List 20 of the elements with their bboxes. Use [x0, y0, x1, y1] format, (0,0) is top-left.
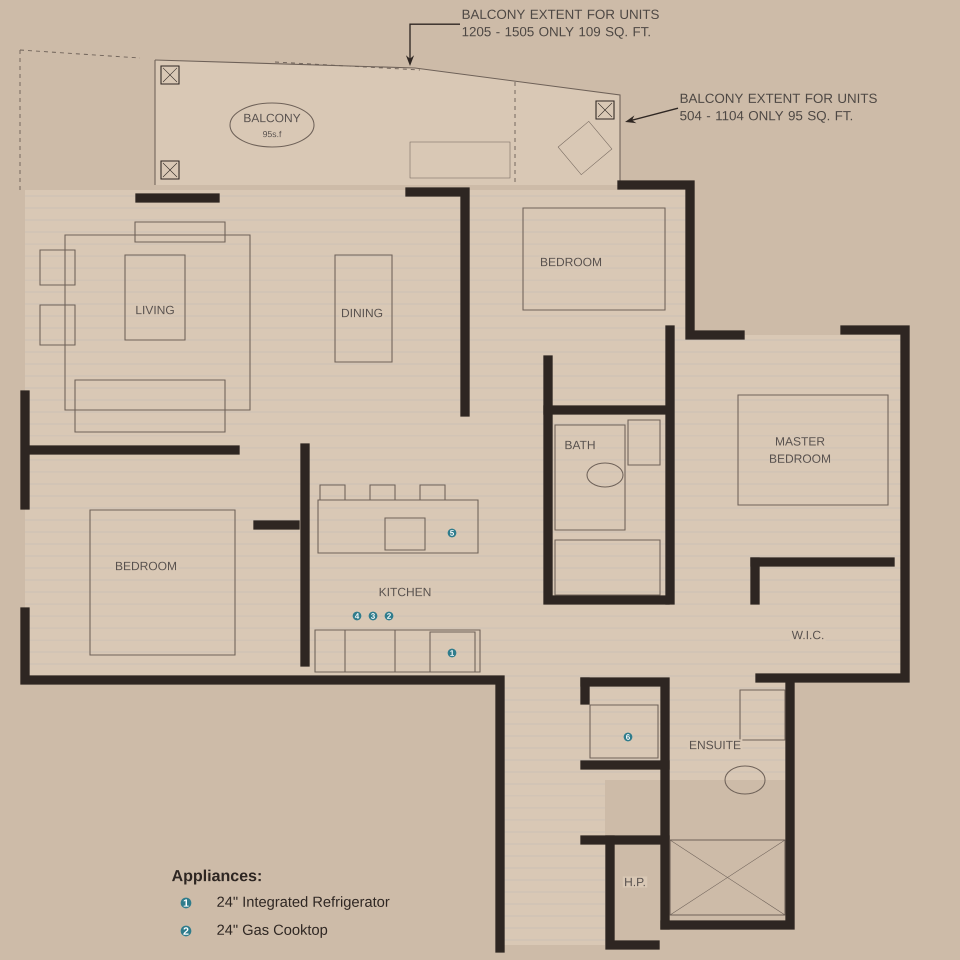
appliance-number: 4 — [352, 612, 362, 620]
appliance-number: 5 — [448, 528, 456, 538]
appliance-number: 1 — [448, 648, 456, 658]
room-label: DINING — [340, 307, 384, 319]
room-label: MASTER BEDROOM — [770, 437, 830, 463]
appliance-number: 2 — [180, 926, 192, 936]
appliance-number: 2 — [384, 612, 394, 620]
appliance-name: 24" Gas Cooktop — [217, 924, 328, 938]
room-label: BATH — [563, 440, 597, 450]
room-label: ENSUITE — [688, 739, 742, 751]
callout-text: BALCONY EXTENT FOR UNITS 1205 - 1505 ONLY 109 SQ. FT. — [462, 10, 659, 39]
appliance-number: 3 — [368, 612, 378, 620]
appliance-number: 6 — [624, 732, 632, 742]
room-label: BEDROOM — [538, 256, 604, 268]
appliance-number: 1 — [180, 898, 192, 908]
room-label: BEDROOM — [114, 560, 178, 572]
appliance-name: 24" Integrated Refrigerator — [217, 896, 390, 910]
list-heading: Appliances: — [172, 870, 261, 884]
callout-text: BALCONY EXTENT FOR UNITS 504 - 1104 ONLY 95 SQ. FT. — [680, 94, 877, 123]
room-label: H.P. — [622, 876, 648, 888]
